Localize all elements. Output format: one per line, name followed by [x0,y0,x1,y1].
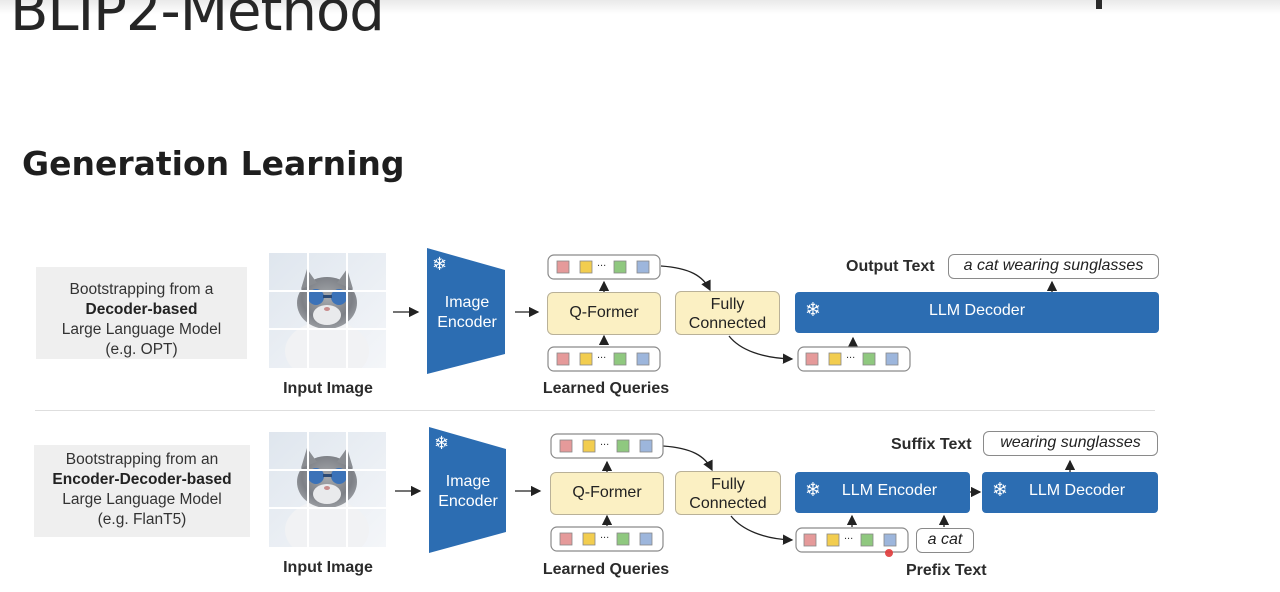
row1-encoder-line2: Encoder [437,314,497,331]
row1-fc-line2: Connected [688,315,767,332]
pointer-dot [885,549,893,557]
slide-title: BLIP2-Method [10,0,385,44]
row2-llm-encoder-label: LLM Encoder [841,482,938,499]
row2-qformer-output-tokens [550,433,664,459]
row2-input-image [269,432,386,547]
arrow-icon [662,445,713,472]
row2-input-label: Input Image [283,559,373,576]
row1-qformer: Q-Former [547,292,661,335]
row2-desc-line4: (e.g. FlanT5) [97,511,187,528]
row1-desc-bold: Decoder-based [85,301,198,318]
row1-queries-label: Learned Queries [542,380,670,397]
snowflake-icon: ❄ [805,300,821,321]
row2-desc-bold: Encoder-Decoder-based [52,471,232,488]
row2-llm-decoder: ❄ LLM Decoder [982,472,1158,513]
row2-description: Bootstrapping from an Encoder-Decoder-ba… [34,445,250,537]
ellipsis-icon: ... [600,529,610,541]
ellipsis-icon: ... [846,349,856,361]
row1-desc-line4: (e.g. OPT) [105,341,178,358]
row1-input-image [269,253,386,368]
snowflake-icon: ❄ [432,254,448,274]
ellipsis-icon: ... [844,530,854,542]
row2-queries-label: Learned Queries [542,561,670,578]
row2-image-encoder-label: Image Encoder [430,472,506,512]
row2-learned-query-tokens [550,526,664,552]
row1-fc-line1: Fully [710,296,745,313]
row1-output-text: a cat wearing sunglasses [948,254,1159,279]
arrow-icon [660,265,711,292]
row1-qformer-output-tokens [547,254,661,280]
arrow-icon [728,335,794,364]
row2-qformer: Q-Former [550,472,664,515]
row2-fully-connected: Fully Connected [675,471,781,515]
row-divider [35,410,1155,411]
arrow-icon [730,515,794,545]
row1-description: Bootstrapping from a Decoder-based Large… [36,267,247,359]
top-bar [0,0,1280,14]
snowflake-icon: ❄ [992,480,1008,501]
ellipsis-icon: ... [597,349,607,361]
snowflake-icon: ❄ [434,433,450,453]
row1-image-encoder-label: Image Encoder [428,293,506,333]
row1-image-encoder [427,248,505,374]
row2-desc-prefix: Bootstrapping from an [65,451,219,468]
cursor-mark [1096,0,1102,9]
row2-suffix-label: Suffix Text [891,436,972,453]
row2-image-encoder [429,427,506,553]
row2-fc-line2: Connected [689,495,767,512]
row1-input-label: Input Image [283,380,373,397]
row1-learned-query-tokens [547,346,661,372]
row2-fc-line1: Fully [711,476,745,493]
row1-output-label: Output Text [846,258,935,275]
row1-desc-prefix: Bootstrapping from a [69,281,214,298]
ellipsis-icon: ... [597,257,607,269]
row2-llm-decoder-label: LLM Decoder [1028,482,1126,499]
row1-encoder-line1: Image [444,294,490,311]
row2-desc-line3: Large Language Model [62,491,222,508]
section-title: Generation Learning [22,144,405,183]
row2-suffix-text: wearing sunglasses [983,431,1158,456]
row1-desc-line3: Large Language Model [61,321,222,338]
row1-llm-decoder-label: LLM Decoder [928,302,1026,319]
row1-llm-input-tokens [797,346,911,372]
row2-prefix-label: Prefix Text [906,562,987,579]
row2-encoder-line1: Image [445,473,491,490]
row2-llm-encoder: ❄ LLM Encoder [795,472,970,513]
snowflake-icon: ❄ [805,480,821,501]
row1-fully-connected: Fully Connected [675,291,780,335]
row2-llm-input-tokens [795,527,909,553]
row2-prefix-text: a cat [916,528,974,553]
row1-llm-decoder: ❄ LLM Decoder [795,292,1159,333]
row2-encoder-line2: Encoder [438,493,498,510]
ellipsis-icon: ... [600,436,610,448]
